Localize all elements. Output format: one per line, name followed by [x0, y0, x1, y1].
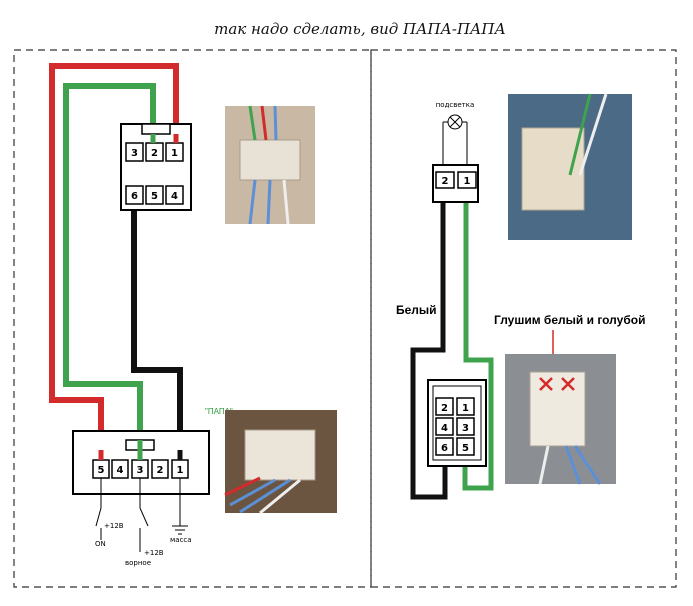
red-wire: [49, 63, 179, 464]
on-label: ON: [95, 540, 106, 548]
pin-label: 1: [177, 465, 184, 476]
pin-label: 5: [151, 191, 158, 202]
pin-label: 2: [442, 176, 449, 187]
ground-label: масса: [170, 536, 192, 544]
top-connector-6pin: 3 2 1 6 5 4: [120, 123, 192, 211]
white-wire: [410, 200, 448, 500]
pin-label: 4: [441, 423, 448, 434]
green-wire-right: [462, 200, 494, 491]
right-top-connector-2pin: 2 1: [432, 164, 479, 203]
green-wire: [63, 83, 156, 464]
switch-symbols: [95, 478, 188, 552]
pin-label: 1: [171, 148, 178, 159]
pin-label: 4: [117, 465, 124, 476]
horn-label: ворное: [125, 559, 151, 567]
pin-label: 3: [131, 148, 138, 159]
connector-photo-top: [225, 105, 315, 225]
white-wire-label: Белый: [396, 303, 437, 317]
pin-label: 5: [462, 443, 469, 454]
right-bottom-connector-6pin: 2 1 4 3 6 5: [427, 379, 487, 467]
lamp-icon: [442, 114, 468, 168]
pin-label: 3: [137, 465, 144, 476]
plus12-label: +12В: [104, 522, 124, 530]
connector-photo-right-bottom: [505, 354, 616, 485]
plus12-label-2: +12В: [144, 549, 164, 557]
connector-photo-bottom: [224, 410, 337, 515]
pin-label: 2: [441, 403, 448, 414]
pin-label: 1: [462, 403, 469, 414]
pin-label: 2: [157, 465, 164, 476]
papa-label: "ПАПА": [205, 407, 233, 416]
bottom-connector-5pin: 5 4 3 2 1: [72, 430, 210, 495]
connector-photo-right-top: [508, 93, 632, 240]
pin-label: 6: [131, 191, 138, 202]
pin-label: 3: [462, 423, 469, 434]
black-wire: [131, 198, 183, 464]
lamp-label: подсветка: [436, 101, 475, 109]
pin-label: 2: [151, 148, 158, 159]
left-panel-frame: [13, 49, 372, 588]
pin-label: 6: [441, 443, 448, 454]
pin-label: 5: [98, 465, 105, 476]
pin-label: 4: [171, 191, 178, 202]
mute-wires-label: Глушим белый и голубой: [494, 313, 645, 327]
pin-label: 1: [464, 176, 471, 187]
diagram-title: так надо сделать, вид ПАПА-ПАПА: [214, 20, 506, 38]
